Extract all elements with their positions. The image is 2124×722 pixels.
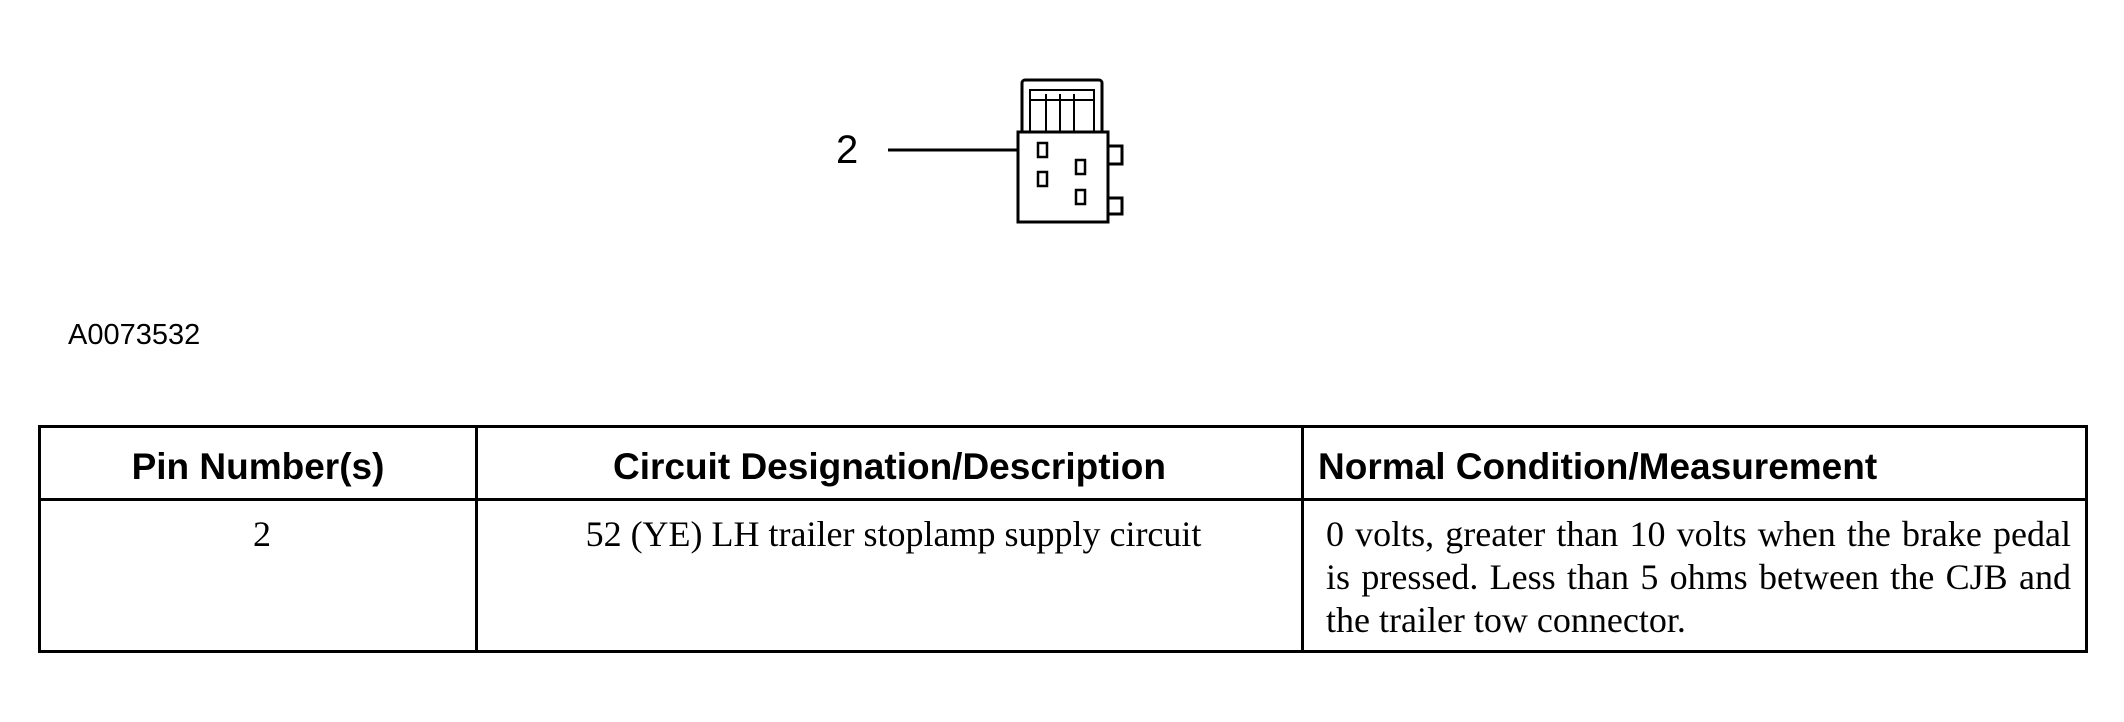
table-header-row: Pin Number(s) Circuit Designation/Descri… xyxy=(38,425,2088,501)
header-circuit-description: Circuit Designation/Description xyxy=(475,425,1304,501)
connector-face-icon xyxy=(888,78,1124,224)
cell-pin-number: 2 xyxy=(38,498,478,653)
terminal xyxy=(1074,188,1087,206)
cell-normal-condition: 0 volts, greater than 10 volts when the … xyxy=(1301,498,2088,653)
connector-lock-tab xyxy=(1020,78,1104,140)
connector-latch-upper xyxy=(1106,144,1124,166)
terminal xyxy=(1036,170,1049,188)
pinout-table: Pin Number(s) Circuit Designation/Descri… xyxy=(38,425,2088,653)
terminal-pin-2 xyxy=(1036,141,1049,159)
header-normal-condition: Normal Condition/Measurement xyxy=(1301,425,2088,501)
connector-latch-lower xyxy=(1106,196,1124,216)
table-row: 2 52 (YE) LH trailer stoplamp supply cir… xyxy=(38,498,2088,653)
figure-id: A0073532 xyxy=(68,319,201,351)
connector-body xyxy=(1016,130,1110,224)
terminal xyxy=(1074,158,1087,176)
connector-figure: 2 xyxy=(0,0,2124,260)
pin-callout-label: 2 xyxy=(836,128,859,172)
cell-circuit-description: 52 (YE) LH trailer stoplamp supply circu… xyxy=(475,498,1304,653)
header-pin-numbers: Pin Number(s) xyxy=(38,425,478,501)
